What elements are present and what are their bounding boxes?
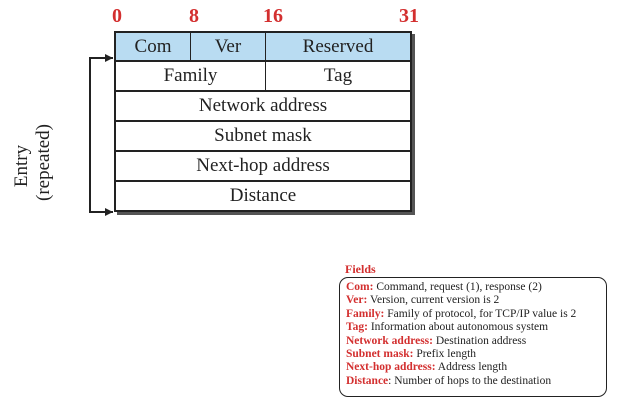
legend-desc: Information about autonomous system bbox=[367, 321, 549, 334]
legend-desc: Command, request (1), response (2) bbox=[373, 281, 542, 293]
legend-item: Next-hop address: Address length bbox=[346, 361, 600, 374]
legend-key: Ver: bbox=[346, 294, 368, 307]
subnet-mask-row: Subnet mask bbox=[114, 122, 412, 152]
next-hop-address-field: Next-hop address bbox=[196, 155, 330, 176]
bit-position-0: 0 bbox=[112, 5, 122, 27]
bit-position-8: 8 bbox=[189, 5, 199, 27]
legend-key: Next-hop address: bbox=[346, 361, 436, 374]
legend-item: Com: Command, request (1), response (2) bbox=[346, 281, 600, 294]
distance-field: Distance bbox=[229, 185, 297, 206]
legend-item: Subnet mask: Prefix length bbox=[346, 348, 600, 361]
com-field: Com bbox=[116, 33, 191, 60]
entry-repeated-label: Entry (repeated) bbox=[11, 124, 55, 201]
next-hop-address-row: Next-hop address bbox=[114, 152, 412, 182]
network-address-field: Network address bbox=[198, 95, 328, 116]
header-row: Com Ver Reserved bbox=[114, 31, 412, 62]
ver-field: Ver bbox=[191, 33, 266, 60]
tag-field: Tag bbox=[323, 65, 353, 86]
bit-position-16: 16 bbox=[263, 5, 283, 27]
legend-key: Family: bbox=[346, 307, 385, 320]
distance-row: Distance bbox=[114, 182, 412, 212]
legend-item: Tag: Information about autonomous system bbox=[346, 321, 600, 334]
legend-key: Network address: bbox=[346, 334, 433, 347]
legend-item: Family: Family of protocol, for TCP/IP v… bbox=[346, 308, 600, 321]
reserved-field: Reserved bbox=[266, 33, 410, 60]
entry-repeat-bracket bbox=[89, 54, 113, 216]
entry-label-line2: (repeated) bbox=[33, 124, 54, 201]
entry-label-line1: Entry bbox=[11, 144, 32, 188]
network-address-row: Network address bbox=[114, 92, 412, 122]
rip-message-format: Com Ver Reserved Family Tag Network addr… bbox=[114, 31, 412, 212]
legend-desc: Prefix length bbox=[413, 348, 477, 361]
legend-desc: Family of protocol, for TCP/IP value is … bbox=[384, 307, 577, 320]
legend-desc: Destination address bbox=[433, 334, 527, 347]
legend-desc: Address length bbox=[435, 361, 508, 374]
family-field: Family bbox=[116, 62, 266, 90]
legend-item: Network address: Destination address bbox=[346, 335, 600, 348]
legend-item: Ver: Version, current version is 2 bbox=[346, 294, 600, 307]
legend-key: Com: bbox=[346, 281, 374, 293]
legend-key: Distance bbox=[346, 374, 389, 387]
legend-key: Subnet mask: bbox=[346, 348, 414, 361]
legend-item: Distance: Number of hops to the destinat… bbox=[346, 375, 600, 388]
subnet-mask-field: Subnet mask bbox=[214, 125, 312, 146]
bit-position-31: 31 bbox=[399, 5, 419, 27]
legend-desc: : Number of hops to the destination bbox=[388, 374, 552, 387]
legend-key: Tag: bbox=[346, 321, 368, 334]
fields-legend: Com: Command, request (1), response (2) … bbox=[339, 277, 607, 397]
legend-desc: Version, current version is 2 bbox=[367, 294, 500, 307]
fields-title: Fields bbox=[345, 262, 376, 276]
family-tag-row: Family Tag bbox=[114, 62, 412, 92]
